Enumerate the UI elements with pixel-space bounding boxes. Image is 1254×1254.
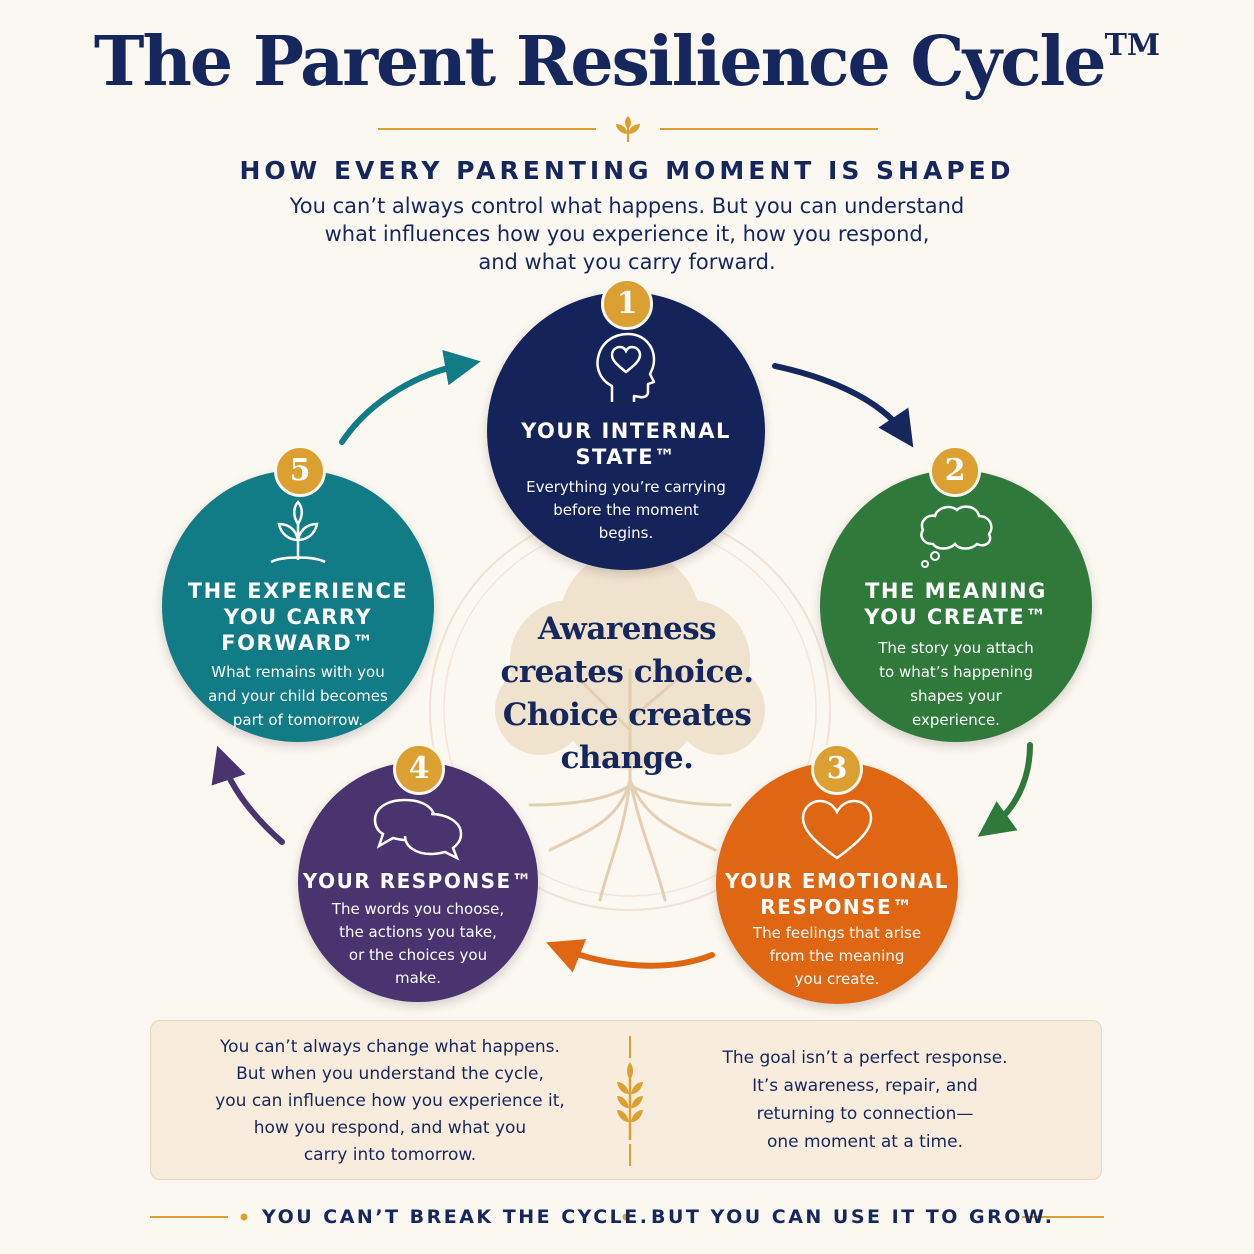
footer-text-part2: BUT YOU CAN USE IT TO GROW. [651, 1206, 1055, 1228]
stage-1-number: 1 [601, 278, 653, 330]
summary-box [150, 1020, 1102, 1180]
stage-5-number: 5 [274, 445, 326, 497]
arrow-3-to-4 [546, 939, 715, 973]
stage-3-circle: YOUR EMOTIONAL RESPONSE™ The feelings th… [716, 762, 958, 1004]
subheading: HOW EVERY PARENTING MOMENT IS SHAPED [239, 156, 1015, 185]
sprout-icon [270, 500, 326, 564]
speech-bubbles-icon [373, 798, 463, 861]
arrow-2-to-3 [977, 742, 1033, 837]
leaf-ornament-icon [616, 116, 640, 142]
stage-5-circle: THE EXPERIENCE YOU CARRY FORWARD™ What r… [162, 470, 434, 742]
trademark-mark: TM [1104, 28, 1161, 63]
heart-icon [801, 799, 873, 860]
arrow-5-to-1 [339, 349, 481, 445]
tree-icon [495, 550, 765, 770]
summary-left-text: You can’t always change what happens. Bu… [215, 1037, 565, 1165]
footer-text-part1: YOU CAN’T BREAK THE CYCLE. [262, 1206, 650, 1228]
stage-4-number: 4 [393, 743, 445, 795]
page-title: The Parent Resilience CycleTM [93, 22, 1161, 102]
arrow-4-to-5 [211, 745, 285, 845]
stage-1-circle: YOUR INTERNAL STATE™ Everything you’re c… [487, 292, 765, 570]
summary-right-text: The goal isn’t a perfect response. It’s … [722, 1048, 1008, 1152]
tree-background [429, 509, 831, 911]
thought-cloud-icon [920, 505, 993, 568]
stage-2-circle: THE MEANING YOU CREATE™ The story you at… [820, 470, 1092, 742]
center-message: Awareness creates choice. Choice creates… [500, 611, 754, 776]
title-divider [378, 116, 878, 142]
head-heart-icon [596, 332, 656, 402]
stage-4-circle: YOUR RESPONSE™ The words you choose, the… [298, 762, 538, 1002]
footer-rule [150, 1213, 1104, 1221]
wheat-icon [617, 1062, 643, 1140]
wheat-divider [617, 1036, 643, 1166]
stage-2-number: 2 [929, 445, 981, 497]
arrow-1-to-2 [772, 363, 914, 448]
intro-text: You can’t always control what happens. B… [289, 194, 965, 274]
stage-3-number: 3 [811, 743, 863, 795]
